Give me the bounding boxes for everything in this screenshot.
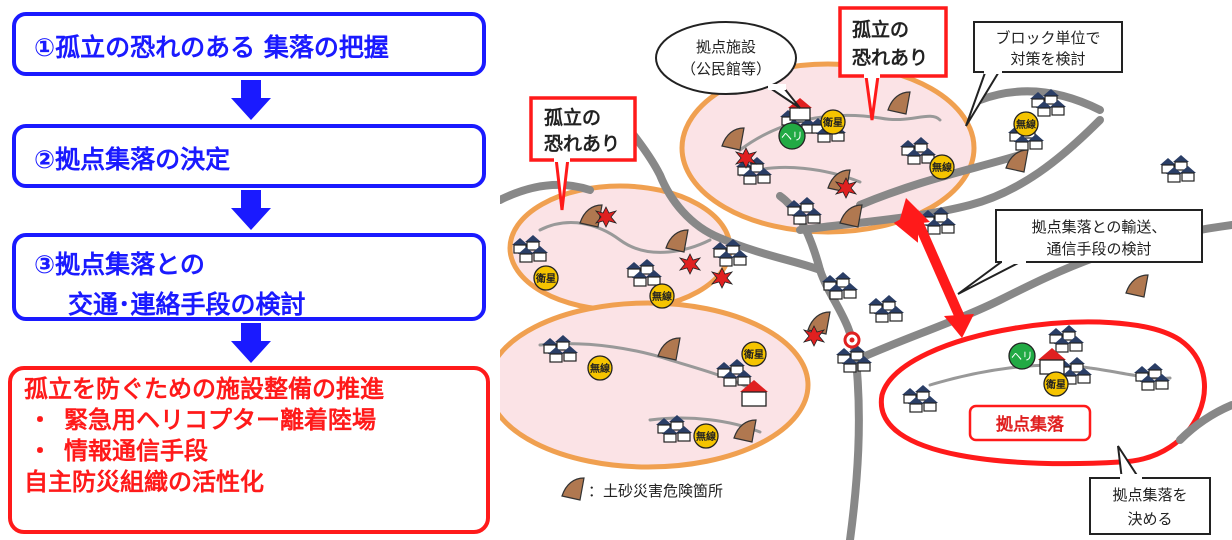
legend: ：土砂災害危険箇所 [561, 477, 723, 501]
callout-block: ブロック単位で 対策を検討 [965, 21, 1123, 127]
callout-isolated-1: 孤立の 恐れあり [529, 96, 637, 211]
step-2-label: ②拠点集落の決定 [34, 145, 231, 174]
result-title: 孤立を防ぐための施設整備の推進 [24, 375, 384, 403]
result-footer: 自主防災組織の活性化 [24, 468, 264, 496]
svg-text:衛星: 衛星 [535, 272, 556, 285]
callout-transport: 拠点集落との輸送、 通信手段の検討 [957, 209, 1203, 295]
result-bullet-text: 情報通信手段 [64, 437, 208, 465]
svg-text:ブロック単位で: ブロック単位で [995, 29, 1100, 47]
svg-text:拠点集落との輸送、: 拠点集落との輸送、 [1032, 218, 1167, 236]
svg-text:恐れあり: 恐れあり [852, 47, 928, 69]
satellite-badge: 衛星 衛星 衛星 衛星 [533, 109, 1069, 397]
result-bullet-text: 緊急用ヘリコプター離着陸場 [64, 406, 376, 434]
svg-text:ヘリ: ヘリ [781, 130, 803, 143]
radio-badge: 無線 無線 無線 無線 無線 [587, 111, 1039, 449]
callout-decide: 拠点集落を 決める [1089, 445, 1211, 535]
svg-text:無線: 無線 [932, 161, 952, 174]
cluster-area [500, 300, 811, 470]
svg-text:衛星: 衛星 [822, 116, 843, 129]
svg-text:対策を検討: 対策を検討 [1010, 50, 1085, 68]
svg-text:：土砂災害危険箇所: ：土砂災害危険箇所 [588, 482, 723, 500]
result-box: 孤立を防ぐための施設整備の推進 ・緊急用ヘリコプター離着陸場 ・情報通信手段 自… [8, 366, 490, 534]
result-bullet: ・情報通信手段 [28, 437, 208, 465]
base-facility-icon [740, 98, 1066, 407]
svg-text:拠点集落を: 拠点集落を [1112, 486, 1187, 504]
area-map: ヘリ ヘリ 衛星 衛星 衛星 衛星 無線 無線 無線 無線 無線 [500, 6, 1232, 540]
cluster-area [507, 183, 733, 313]
svg-text:通信手段の検討: 通信手段の検討 [1046, 240, 1151, 258]
svg-text:孤立の: 孤立の [544, 106, 601, 129]
heli-badge: ヘリ ヘリ [778, 122, 1036, 370]
step-1-box: ①孤立の恐れのある 集落の把握 [12, 12, 486, 76]
svg-text:無線: 無線 [590, 362, 610, 375]
step-3-box: ③拠点集落との 交通･連絡手段の検討 [12, 233, 486, 321]
svg-text:拠点集落: 拠点集落 [996, 414, 1065, 435]
target-marker-icon [843, 331, 861, 349]
step-3-label-line2: 交通･連絡手段の検討 [68, 290, 306, 319]
flow-arrow-icon [231, 80, 271, 120]
svg-text:拠点施設: 拠点施設 [696, 38, 756, 56]
hub-cluster-area [878, 319, 1207, 467]
result-bullet: ・緊急用ヘリコプター離着陸場 [28, 406, 376, 434]
svg-text:孤立の: 孤立の [852, 18, 909, 41]
flow-arrow-icon [231, 190, 271, 230]
svg-text:衛星: 衛星 [1045, 378, 1066, 391]
transport-link-arrow [893, 198, 974, 338]
svg-text:決める: 決める [1127, 510, 1172, 528]
callout-isolated-2: 孤立の 恐れあり [838, 6, 948, 121]
svg-text:無線: 無線 [696, 430, 716, 443]
callout-facility: 拠点施設 （公民館等） [655, 21, 801, 109]
hub-label: 拠点集落 [968, 404, 1092, 442]
step-1-label: ①孤立の恐れのある 集落の把握 [34, 33, 389, 62]
svg-text:（公民館等）: （公民館等） [681, 60, 771, 78]
svg-text:無線: 無線 [1016, 118, 1036, 131]
flow-arrow-icon [231, 323, 271, 363]
svg-text:衛星: 衛星 [743, 348, 764, 361]
svg-text:恐れあり: 恐れあり [544, 133, 620, 155]
step-3-label-line1: ③拠点集落との [34, 250, 205, 279]
svg-text:ヘリ: ヘリ [1011, 350, 1033, 363]
svg-text:無線: 無線 [652, 290, 672, 303]
step-2-box: ②拠点集落の決定 [12, 124, 486, 188]
